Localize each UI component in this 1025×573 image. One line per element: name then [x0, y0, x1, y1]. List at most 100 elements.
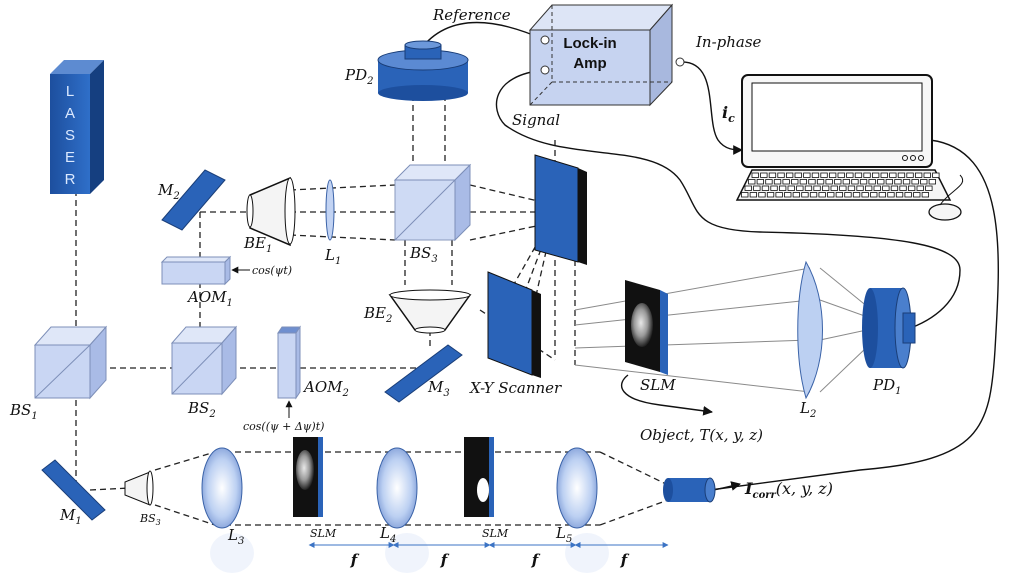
- keyboard-key: [786, 172, 794, 178]
- keyboard-key: [889, 172, 897, 178]
- keyboard-key: [779, 185, 787, 191]
- keyboard-key: [899, 185, 907, 191]
- xy-scanner: [487, 154, 587, 378]
- keyboard-key: [816, 179, 825, 185]
- keyboard-key: [846, 172, 854, 178]
- cos1-label: cos(ψt): [252, 264, 292, 277]
- keyboard-key: [744, 185, 752, 191]
- photodetector-pd2: [377, 40, 469, 101]
- keyboard-key: [873, 185, 881, 191]
- keyboard-key: [872, 172, 880, 178]
- keyboard-key: [830, 185, 838, 191]
- keyboard-key: [756, 179, 764, 185]
- slm-plate-pinhole: [464, 437, 494, 517]
- labels: Reference Signal In-phase ic PD2 PD1 M2 …: [9, 6, 902, 547]
- keyboard-key: [925, 185, 933, 191]
- keyboard-key: [808, 179, 816, 185]
- xy-scanner-label: X-Y Scanner: [469, 379, 562, 397]
- keyboard-key: [880, 172, 888, 178]
- f-label: f: [350, 551, 360, 569]
- keyboard-key: [782, 179, 790, 185]
- photodetector-pd1: [862, 287, 916, 369]
- keyboard-key: [748, 179, 756, 185]
- bs3-label: BS3: [409, 244, 438, 265]
- keyboard-key: [813, 185, 821, 191]
- detection-rays: [574, 267, 891, 393]
- keyboard-key: [787, 185, 795, 191]
- keyboard-key: [809, 192, 818, 198]
- computer-monitor-icon: [741, 74, 933, 168]
- keyboard-key: [885, 179, 893, 185]
- keyboard-key: [761, 185, 770, 191]
- keyboard-key: [887, 192, 895, 198]
- bs2-label: BS2: [187, 399, 216, 420]
- keyboard-key: [758, 192, 766, 198]
- beam-splitter-bs1: [33, 325, 108, 400]
- keyboard-key: [825, 179, 833, 185]
- keyboard-key: [882, 185, 890, 191]
- aom2: [277, 325, 301, 418]
- keyboard-key: [868, 179, 876, 185]
- keyboard-key: [847, 185, 856, 191]
- signal-wires: [419, 21, 999, 491]
- keyboard-key: [921, 192, 929, 198]
- m2-label: M2: [157, 181, 180, 202]
- keyboard-key: [842, 179, 850, 185]
- keyboard-key: [753, 185, 761, 191]
- slm-small-label: SLM: [482, 527, 509, 540]
- keyboard-key: [829, 172, 837, 178]
- f-label: f: [620, 551, 630, 569]
- aom1-label: AOM1: [186, 288, 233, 309]
- object-label: Object, T(x, y, z): [640, 426, 763, 444]
- keyboard-key: [913, 192, 921, 198]
- focal-distance-markers: f f f f: [308, 542, 669, 569]
- detector-corr: [663, 477, 716, 503]
- lens-l3: [201, 447, 254, 573]
- aom2-label: AOM2: [302, 378, 349, 399]
- keyboard-key: [741, 192, 749, 198]
- keyboard-key: [804, 185, 813, 191]
- keyboard-key: [791, 179, 799, 185]
- beam-expander-be2: [388, 289, 472, 334]
- lock-in-amplifier: Lock-in Amp: [528, 3, 685, 107]
- keyboard-key: [834, 179, 842, 185]
- keyboard-icon: [735, 169, 952, 201]
- laser-letter: L: [66, 83, 74, 100]
- keyboard-key: [920, 179, 928, 185]
- keyboard-key: [916, 185, 924, 191]
- l1-label: L1: [324, 246, 341, 267]
- laser-letter: S: [65, 127, 75, 144]
- keyboard-key: [820, 172, 828, 178]
- laser-letter: R: [65, 171, 76, 188]
- keyboard-key: [911, 179, 919, 185]
- lock-in-label: Lock-in: [563, 35, 616, 52]
- in-phase-label: In-phase: [695, 33, 762, 51]
- keyboard-key: [799, 179, 807, 185]
- mouse-icon: [928, 174, 963, 221]
- keyboard-key: [801, 192, 809, 198]
- keyboard-key: [811, 172, 820, 178]
- keyboard-key: [890, 185, 899, 191]
- lens-l4: [376, 447, 429, 573]
- keyboard-key: [822, 185, 830, 191]
- l3-label: L3: [227, 526, 244, 547]
- mirror-m1: [41, 459, 106, 521]
- be2-label: BE2: [363, 304, 392, 325]
- bs1-label: BS1: [9, 401, 38, 422]
- keyboard-key: [915, 172, 923, 178]
- keyboard-key: [777, 172, 785, 178]
- pd1-label: PD1: [872, 376, 902, 397]
- pd2-label: PD2: [344, 66, 374, 87]
- lens-l1: [325, 179, 335, 241]
- l5-label: L5: [555, 524, 572, 545]
- keyboard-key: [768, 172, 777, 178]
- m1-label: M1: [59, 506, 82, 527]
- keyboard-key: [923, 172, 931, 178]
- f-label: f: [440, 551, 450, 569]
- f-label: f: [531, 551, 541, 569]
- keyboard-key: [749, 192, 757, 198]
- mirror-m3: [384, 344, 463, 403]
- keyboard-key: [765, 179, 773, 185]
- keyboard-key: [851, 179, 859, 185]
